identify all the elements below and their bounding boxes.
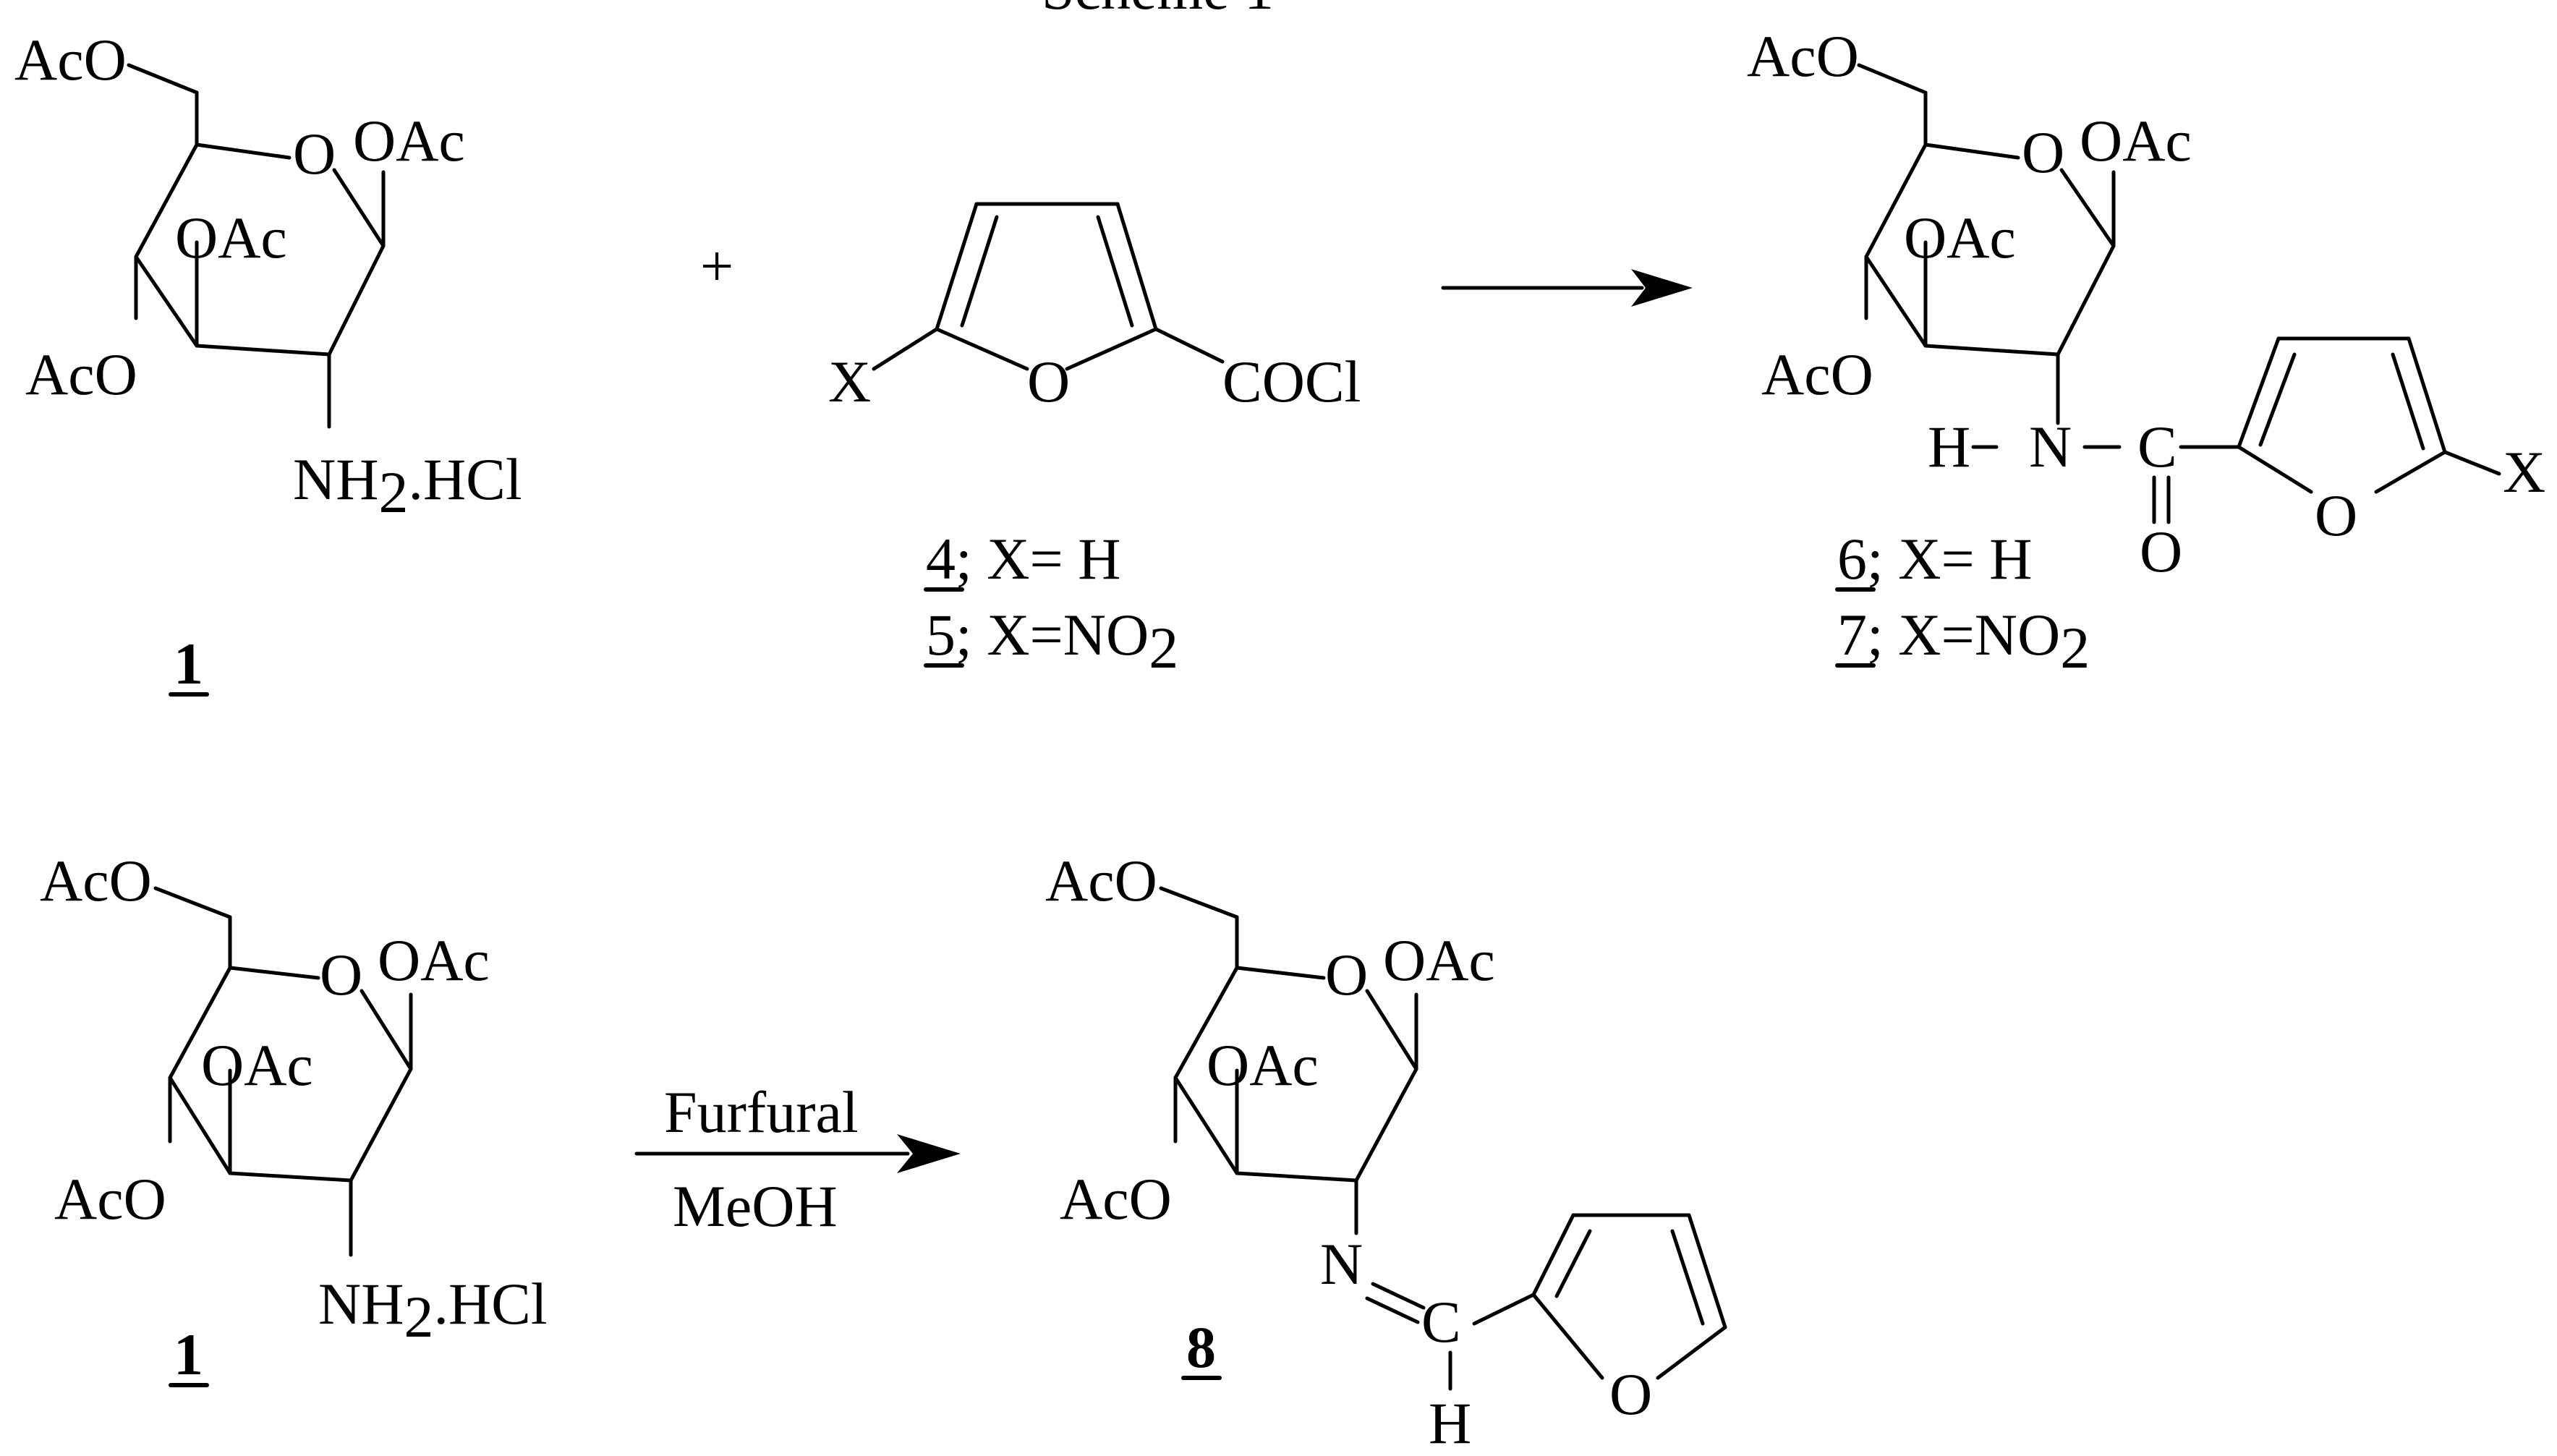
amide-hydrogen: H xyxy=(1928,414,1970,480)
imine-hydrogen: H xyxy=(1429,1390,1471,1456)
compound-number-1-bottom: 1 xyxy=(174,1321,203,1387)
c4-acetate-label: AcO xyxy=(25,341,137,407)
axial-acetate-label: OAc xyxy=(1207,1032,1319,1098)
c4-acetate-label: AcO xyxy=(1060,1166,1172,1232)
imine-nitrogen: N xyxy=(1320,1231,1363,1297)
reagent-furfural: Furfural xyxy=(664,1079,859,1145)
acid-chloride-group: COCl xyxy=(1222,349,1361,414)
product-furan-oxygen: O xyxy=(2315,482,2357,548)
acetoxymethyl-label: AcO xyxy=(14,27,127,93)
anomeric-acetate-label: OAc xyxy=(353,108,465,174)
amide-nitrogen: N xyxy=(2029,414,2072,480)
compound-4-label: 4; X= H xyxy=(926,526,1120,592)
amide-oxygen: O xyxy=(2140,519,2182,584)
compound-5-label: 5; X=NO2 xyxy=(926,602,1178,681)
amine-hcl-label: NH2.HCl xyxy=(293,446,522,525)
ring-oxygen-label: O xyxy=(1325,942,1368,1008)
ring-oxygen-label: O xyxy=(2022,119,2064,185)
compound-7-label: 7; X=NO2 xyxy=(1837,602,2090,681)
reaction-arrow-1 xyxy=(1441,269,1693,307)
imine-product-compound-8: AcO O OAc OAc AcO N C H O 8 xyxy=(1045,848,1727,1456)
compound-number-8: 8 xyxy=(1186,1314,1216,1380)
c4-acetate-label: AcO xyxy=(1761,341,1873,407)
sugar-compound-1-bottom: AcO O OAc OAc AcO NH2.HCl 1 xyxy=(40,848,548,1387)
sugar-compound-1-top: AcO O OAc OAc AcO NH2.HCl 1 xyxy=(14,27,522,697)
amide-product-compound: AcO O OAc OAc AcO H N C O O X 6 xyxy=(1747,23,2545,681)
product-furan-x: X xyxy=(2503,439,2545,505)
furan-substituent-x: X xyxy=(828,349,871,414)
acetoxymethyl-label: AcO xyxy=(1747,23,1859,89)
c4-acetate-label: AcO xyxy=(54,1166,166,1232)
anomeric-acetate-label: OAc xyxy=(2080,108,2192,174)
axial-acetate-label: OAc xyxy=(175,205,287,271)
furan-ring-oxygen: O xyxy=(1027,349,1070,414)
ring-oxygen-label: O xyxy=(293,121,336,187)
anomeric-acetate-label: OAc xyxy=(378,927,490,993)
acetoxymethyl-label: AcO xyxy=(1045,848,1157,914)
compound-6-label: 6; X= H xyxy=(1837,526,2032,592)
furoyl-chloride-compound: O X COCl 4; X= H 5; X=NO2 xyxy=(828,202,1361,681)
plus-sign: + xyxy=(700,233,733,299)
anomeric-acetate-label: OAc xyxy=(1383,927,1495,993)
ring-oxygen-label: O xyxy=(320,942,362,1008)
amide-carbon: C xyxy=(2137,414,2177,480)
scheme-title: Scheme 1 xyxy=(1042,0,1274,22)
imine-carbon: C xyxy=(1421,1289,1461,1355)
amine-hcl-label: NH2.HCl xyxy=(318,1271,548,1350)
imine-furan-oxygen: O xyxy=(1609,1361,1652,1427)
axial-acetate-label: OAc xyxy=(1904,205,2016,271)
reaction-arrow-2: Furfural MeOH xyxy=(634,1079,961,1239)
reagent-methanol: MeOH xyxy=(673,1173,838,1239)
axial-acetate-label: OAc xyxy=(201,1032,313,1098)
compound-number-1-top: 1 xyxy=(174,631,203,697)
acetoxymethyl-label: AcO xyxy=(40,848,152,914)
